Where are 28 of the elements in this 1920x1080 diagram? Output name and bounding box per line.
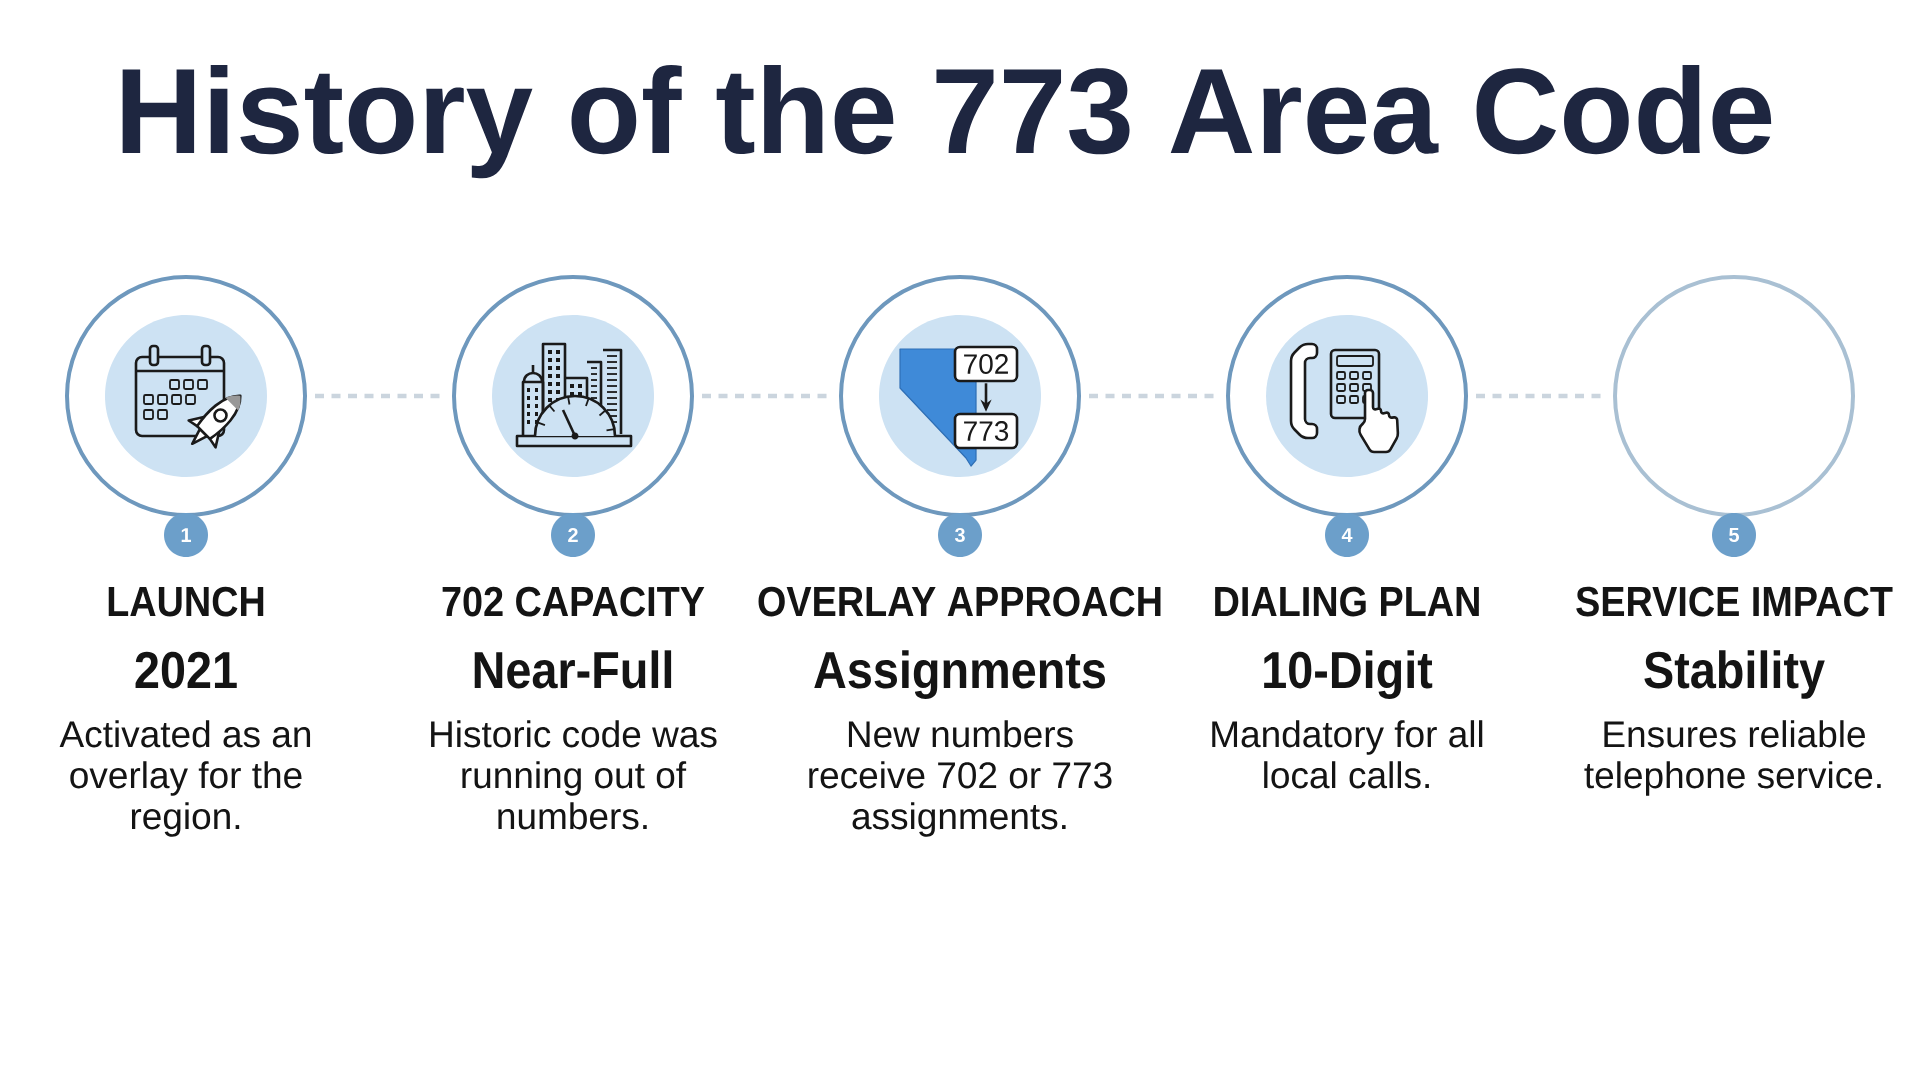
number-badge: 1 bbox=[164, 513, 208, 557]
step-heading: SERVICE IMPACT bbox=[1576, 586, 1893, 617]
title: History of the 773 Area Code bbox=[122, 64, 1772, 179]
code-box: 773 bbox=[953, 412, 1019, 450]
step-circle bbox=[452, 275, 694, 517]
step-heading: OVERLAY APPROACH bbox=[758, 586, 1161, 617]
step-circle bbox=[839, 275, 1081, 517]
step-heading: DIALING PLAN bbox=[1215, 586, 1479, 617]
step-description: Historic code was running out of numbers. bbox=[431, 720, 717, 830]
step-description: Mandatory for all local calls. bbox=[1212, 720, 1483, 789]
number-badge: 2 bbox=[551, 513, 595, 557]
step-value: Near-Full bbox=[474, 650, 672, 689]
step-circle bbox=[65, 275, 307, 517]
step-heading: LAUNCH bbox=[108, 586, 264, 617]
step-value: 10-Digit bbox=[1264, 650, 1433, 700]
step-description: Ensures reliable telephone service. bbox=[1584, 720, 1881, 796]
step-value: Stability bbox=[1644, 650, 1825, 699]
step-value: 2021 bbox=[135, 651, 237, 689]
step-heading: 702 CAPACITY bbox=[442, 586, 705, 617]
code-box: 702 bbox=[953, 345, 1019, 383]
number-badge: 4 bbox=[1325, 513, 1369, 557]
number-badge: 5 bbox=[1712, 513, 1756, 557]
step-circle bbox=[1226, 275, 1468, 517]
step-value: Assignments bbox=[814, 650, 1105, 700]
number-badge: 3 bbox=[938, 513, 982, 557]
step-description: New numbers receive 702 or 773 assignments. bbox=[809, 720, 1112, 837]
step-circle bbox=[1613, 275, 1855, 517]
step-description: Activated as an overlay for the region. bbox=[59, 720, 311, 837]
